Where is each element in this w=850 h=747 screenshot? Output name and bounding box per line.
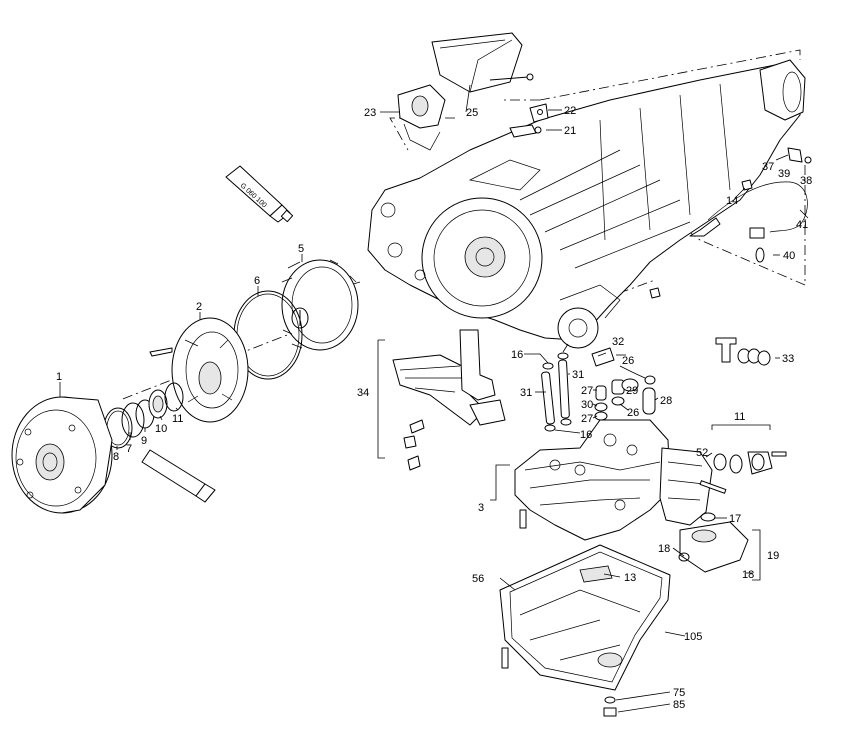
callout-16-top: 16 [511,349,523,361]
callout-27-top: 27 [581,385,593,397]
callout-75: 75 [673,687,685,699]
sensor-cable [689,181,808,239]
callout-22: 22 [564,105,576,117]
control-unit [659,447,727,526]
flywheel [11,396,113,514]
callout-85: 85 [673,699,685,711]
drain-plug [603,696,617,717]
transfer-tubes [541,352,572,432]
transmission-housing [367,59,806,349]
callout-39: 39 [778,168,790,180]
sealant-tube-upper: G 060 100 [225,165,294,223]
callout-18-left: 18 [658,543,670,555]
callout-27-bottom: 27 [581,413,593,425]
callout-2: 2 [196,301,202,313]
callout-9: 9 [141,435,147,447]
leader-lines [59,109,809,713]
callout-8: 8 [113,451,119,463]
callout-31-left: 31 [520,387,532,399]
callout-105: 105 [684,631,702,643]
seal-kit [715,337,771,366]
callout-6: 6 [254,275,260,287]
sealant-tube-lower [141,449,216,503]
oil-pan [499,544,671,691]
callout-19: 19 [767,550,779,562]
top-bracket [431,32,534,113]
speed-sensor [649,147,812,299]
callout-37: 37 [762,161,774,173]
callout-10: 10 [155,423,167,435]
callout-26-top: 26 [622,355,634,367]
oil-filter [678,512,761,581]
callout-33: 33 [782,353,794,365]
callout-5: 5 [298,243,304,255]
wiring-harness [377,329,506,471]
callout-29: 29 [626,385,638,397]
callout-16-bottom: 16 [580,429,592,441]
callout-56: 56 [472,573,484,585]
solenoid-assembly [711,424,787,475]
callout-26-bottom: 26 [627,407,639,419]
callout-18-right: 18 [742,569,754,581]
callout-32: 32 [612,336,624,348]
callout-14: 14 [726,195,738,207]
callout-11-left: 11 [172,413,183,425]
retaining-clip [591,347,615,367]
callout-21: 21 [564,125,576,137]
sensor-bracket [509,103,549,138]
callout-38: 38 [800,175,812,187]
callout-3: 3 [478,502,484,514]
callout-7: 7 [126,443,132,455]
callout-28: 28 [660,395,672,407]
callout-30: 30 [581,399,593,411]
callout-1: 1 [56,371,62,383]
callout-41: 41 [796,219,808,231]
torque-converter [281,259,359,351]
plugs-and-orings [594,375,656,421]
transmission-mount [397,84,446,151]
callout-13: 13 [624,572,636,584]
rings-and-seals [103,382,184,449]
callout-23: 23 [364,107,376,119]
callout-17: 17 [729,513,741,525]
callout-25: 25 [466,107,478,119]
callout-52: 52 [696,447,708,459]
callout-11-right: 11 [734,411,745,423]
valve-body [514,419,671,541]
callout-31-right: 31 [572,369,584,381]
callout-34: 34 [357,387,369,399]
callout-40: 40 [783,250,795,262]
callout-labels: 1 2 3 5 6 7 8 9 10 11 11 13 14 16 16 17 … [56,105,812,711]
drive-plate [149,317,249,423]
